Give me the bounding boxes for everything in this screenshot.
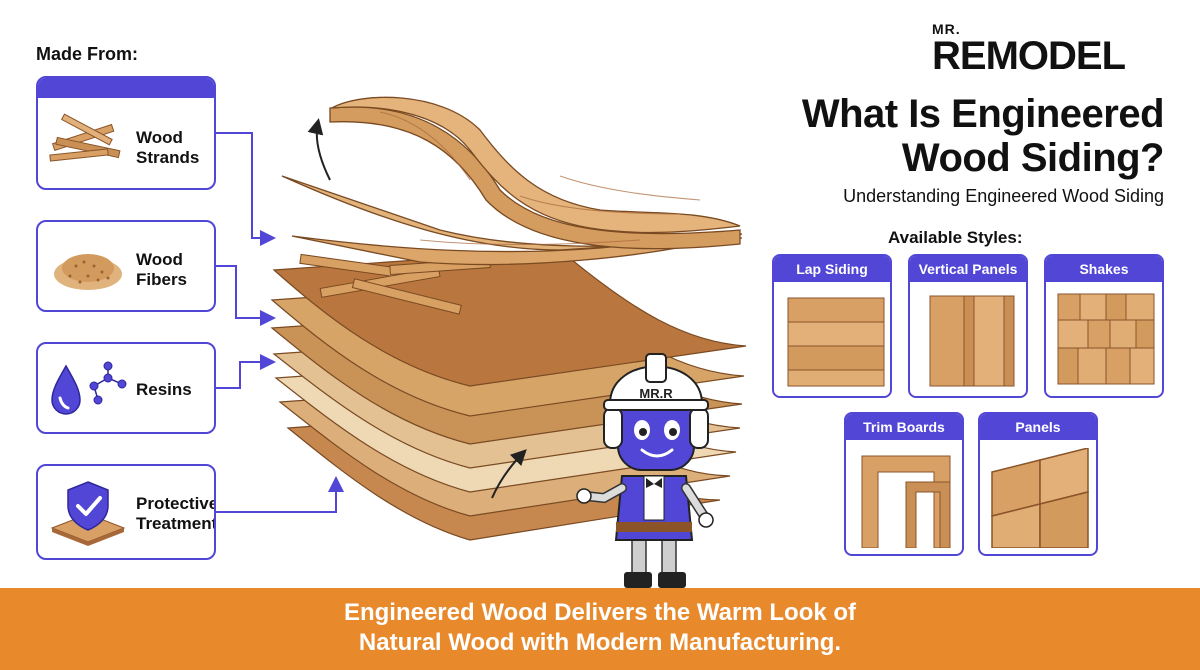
connector-lines (216, 132, 344, 513)
style-card-label: Shakes (1046, 256, 1162, 282)
material-label: Resins (136, 380, 192, 400)
shakes-illustration (1057, 293, 1155, 385)
lap-siding-illustration (787, 297, 885, 387)
helmet-text: MR.R (639, 386, 673, 401)
page-subtitle: Understanding Engineered Wood Siding (843, 186, 1164, 206)
page-title-line2: Wood Siding? (901, 136, 1165, 180)
curve-arrow (491, 449, 527, 499)
style-card-shakes: Shakes (1044, 254, 1164, 398)
material-label-line2: Strands (136, 148, 200, 167)
style-card-label: Panels (980, 414, 1096, 440)
style-card-lap-siding: Lap Siding (772, 254, 892, 398)
material-label: Wood Strands (136, 128, 199, 168)
bottom-banner: Engineered Wood Delivers the Warm Look o… (0, 588, 1200, 670)
material-card-protective-treatments: Protective Treatments (36, 464, 216, 560)
material-label-line2: Fibers (136, 270, 188, 289)
material-label: Wood Fibers (136, 250, 187, 290)
brand-prefix: MR. (932, 21, 961, 37)
brand-name: REMODEL (932, 34, 1126, 78)
brand-logo: MR. REMODEL (932, 22, 1164, 76)
banner-line1: Engineered Wood Delivers the Warm Look o… (343, 599, 857, 626)
page-title: What Is Engineered Wood Siding? (644, 92, 1165, 180)
material-card-resins: Resins (36, 342, 216, 434)
material-card-wood-fibers: Wood Fibers (36, 220, 216, 312)
style-card-label: Lap Siding (774, 256, 890, 282)
made-from-heading: Made From: (36, 44, 139, 64)
resin-drop-icon (51, 361, 127, 415)
card-header-band (38, 78, 214, 98)
style-card-panels: Panels (978, 412, 1098, 556)
wood-strands-icon (49, 113, 121, 162)
material-label-line2: Treatments (136, 514, 214, 533)
material-card-wood-strands: Wood Strands (36, 76, 216, 190)
style-card-label: Vertical Panels (910, 256, 1026, 282)
material-label: Protective Treatments (136, 494, 216, 534)
wood-fibers-icon (54, 254, 122, 290)
vertical-panels-illustration (929, 295, 1015, 387)
material-label-line1: Protective (136, 494, 216, 513)
banner-line2: Natural Wood with Modern Manufacturing. (358, 629, 842, 656)
panels-illustration (991, 448, 1089, 548)
trim-boards-illustration (861, 455, 951, 548)
shield-check-icon (50, 481, 126, 546)
style-card-trim-boards: Trim Boards (844, 412, 964, 556)
style-card-label: Trim Boards (846, 414, 962, 440)
mascot-mr-r: MR.R (576, 353, 714, 588)
material-label-line1: Resins (136, 380, 192, 399)
page-title-line1: What Is Engineered (801, 92, 1165, 136)
style-card-vertical-panels: Vertical Panels (908, 254, 1028, 398)
available-styles-heading: Available Styles: (888, 228, 1023, 247)
material-label-line1: Wood (136, 128, 183, 147)
layered-wood-illustration (216, 96, 747, 541)
up-arrow (307, 118, 331, 181)
material-label-line1: Wood (136, 250, 183, 269)
